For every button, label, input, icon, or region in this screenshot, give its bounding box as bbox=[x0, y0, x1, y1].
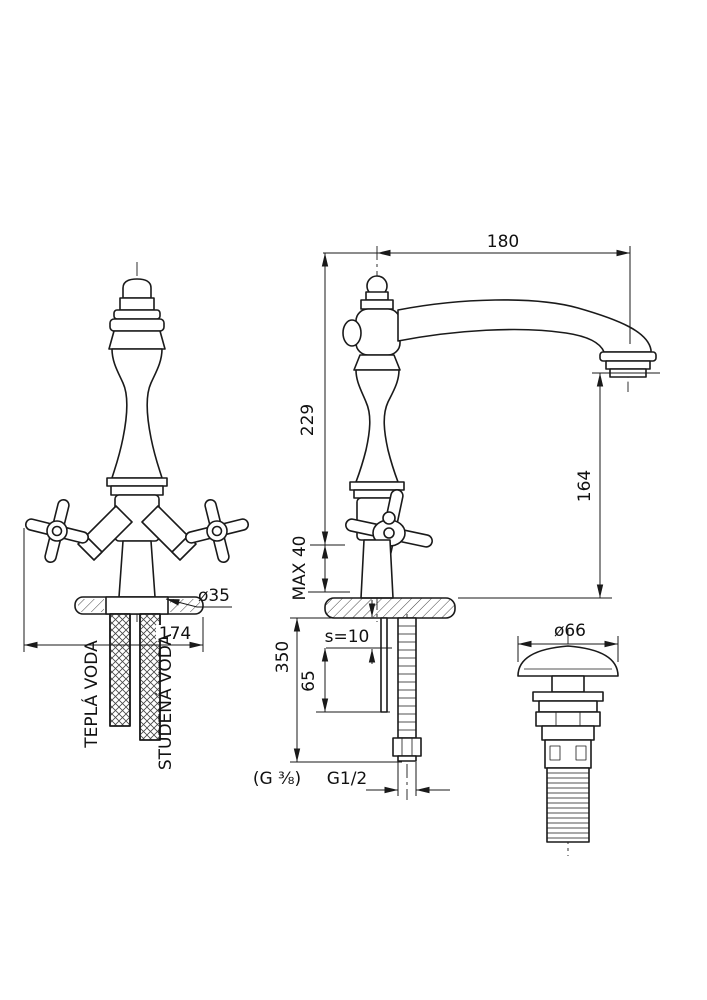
dim-width-174: 174 bbox=[23, 528, 204, 652]
dim-label-65: 65 bbox=[299, 670, 319, 692]
supply-labels: TEPLÁ VODA STUDENÁ VODA bbox=[80, 633, 176, 770]
front-view-faucet bbox=[24, 278, 250, 741]
dim-label-g12: G1/2 bbox=[327, 769, 368, 789]
dim-diameter-35: ø35 bbox=[165, 586, 232, 608]
dim-thread-g12: G1/2 bbox=[327, 762, 450, 796]
dim-spout-reach: 180 bbox=[323, 232, 631, 344]
dim-label-s10: s=10 bbox=[325, 627, 370, 647]
dim-thread-g38: (G ⅜) bbox=[253, 769, 301, 789]
dim-label-d66: ø66 bbox=[554, 621, 586, 641]
spout bbox=[397, 299, 652, 353]
cold-water-label: STUDENÁ VODA bbox=[154, 633, 176, 770]
dim-label-g38: (G ⅜) bbox=[253, 769, 301, 789]
cross-handle-left bbox=[24, 498, 90, 564]
dim-label-174: 174 bbox=[159, 624, 191, 644]
pop-up-rod bbox=[380, 617, 388, 713]
dim-label-180: 180 bbox=[487, 232, 519, 252]
cross-handle-right bbox=[184, 498, 250, 564]
dim-max-40: MAX 40 bbox=[290, 536, 350, 601]
dim-label-max40: MAX 40 bbox=[290, 536, 310, 601]
dim-outlet-164: 164 bbox=[458, 372, 660, 599]
deck-base-section bbox=[324, 597, 456, 619]
drain-assembly bbox=[517, 645, 619, 843]
mounting-nut bbox=[392, 737, 422, 757]
dim-height-229: 229 bbox=[298, 253, 329, 545]
dim-drain-d66: ø66 bbox=[517, 621, 619, 662]
dim-label-229: 229 bbox=[298, 404, 318, 436]
dim-label-350: 350 bbox=[273, 641, 293, 673]
dim-label-164: 164 bbox=[575, 470, 595, 502]
dim-deck-s10: s=10 bbox=[325, 600, 392, 664]
drain-thread bbox=[546, 767, 590, 843]
finial-cap bbox=[122, 278, 152, 299]
side-view-faucet bbox=[324, 275, 657, 762]
body-column bbox=[111, 348, 163, 479]
hot-water-label: TEPLÁ VODA bbox=[80, 640, 102, 749]
dim-hose-350: 350 bbox=[273, 617, 402, 763]
threaded-shank bbox=[397, 617, 417, 739]
dim-rod-65: 65 bbox=[299, 648, 390, 713]
spout-outlet-flange bbox=[599, 351, 657, 362]
dim-label-d35: ø35 bbox=[198, 586, 230, 606]
drain-cap bbox=[517, 645, 619, 677]
